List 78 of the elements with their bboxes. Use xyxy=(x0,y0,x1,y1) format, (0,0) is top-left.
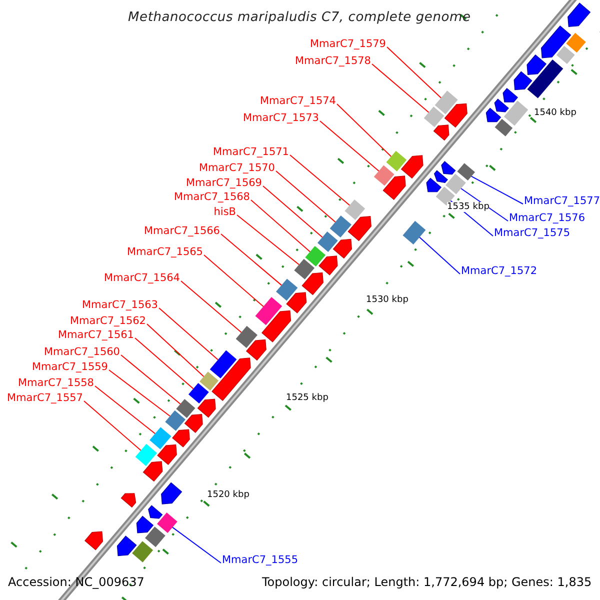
gene-label: MmarC7_1571 xyxy=(212,146,289,158)
map-title: Methanococcus maripaludis C7, complete genome xyxy=(128,10,471,25)
gene-box xyxy=(344,200,366,220)
gene-box xyxy=(556,46,575,64)
gene-label: MmarC7_1568 xyxy=(174,190,250,204)
gene-box xyxy=(145,526,166,548)
gene-label: MmarC7_1574 xyxy=(260,94,336,108)
gene-label: MmarC7_1557 xyxy=(6,392,83,404)
leader-line xyxy=(276,170,336,222)
leader-line xyxy=(386,46,442,98)
gene-box xyxy=(566,32,586,53)
tick-label: 1540 kbp xyxy=(534,108,576,118)
gene-box xyxy=(446,174,466,194)
leader-line xyxy=(120,354,181,404)
genome-info-text: Topology: circular; Length: 1,772,694 bp; Genes: 1,835 xyxy=(262,575,592,589)
gene-label: MmarC7_1579 xyxy=(310,38,386,50)
gene-box xyxy=(424,106,444,128)
gene-label: MmarC7_1573 xyxy=(242,112,319,124)
gene-box xyxy=(457,163,475,181)
leader-line xyxy=(94,386,156,434)
gene-label: MmarC7_1570 xyxy=(198,162,275,174)
gene-box xyxy=(386,150,407,172)
gene-box xyxy=(200,372,219,391)
leader-line xyxy=(262,186,323,238)
leader-line xyxy=(134,338,194,390)
tick-label: 1535 kbp xyxy=(447,202,490,212)
gene-label: MmarC7_1563 xyxy=(82,298,158,312)
leader-line xyxy=(220,234,282,286)
gene-label: MmarC7_1564 xyxy=(104,272,180,284)
gene-label: MmarC7_1565 xyxy=(126,246,203,258)
gene-box xyxy=(305,246,326,266)
gene-label: MmarC7_1572 xyxy=(461,264,538,278)
leader-line xyxy=(460,188,508,222)
gene-box xyxy=(132,541,154,562)
leader-line xyxy=(290,154,350,206)
gene-label: MmarC7_1561 xyxy=(58,328,134,342)
gene-box xyxy=(157,512,178,534)
leader-line xyxy=(236,214,300,266)
gene-box xyxy=(135,444,157,466)
gene-label: MmarC7_1566 xyxy=(144,224,220,238)
gene-box xyxy=(150,427,172,450)
gene-label: MmarC7_1575 xyxy=(494,226,570,240)
leader-line xyxy=(250,200,311,252)
gene-box xyxy=(504,100,528,126)
gene-box xyxy=(330,216,352,238)
gene-box xyxy=(176,399,196,418)
gene-box xyxy=(165,410,186,431)
gene-label: MmarC7_1578 xyxy=(294,54,371,68)
leader-line xyxy=(158,308,218,360)
leader-line xyxy=(419,236,460,274)
leader-line xyxy=(336,104,392,158)
gene-box xyxy=(318,232,338,252)
gene-label: MmarC7_1560 xyxy=(44,346,120,358)
gene-box xyxy=(374,165,394,186)
leader-line xyxy=(180,280,242,333)
leader-line xyxy=(372,64,430,113)
tick-label: 1525 kbp xyxy=(286,393,328,403)
leader-line xyxy=(470,176,524,204)
tick-label: 1530 kbp xyxy=(366,295,408,305)
gene-label: MmarC7_1577 xyxy=(524,194,600,208)
gene-box xyxy=(188,383,209,404)
gene-label: MmarC7_1576 xyxy=(509,212,586,224)
tick-label: 1520 kbp xyxy=(207,490,250,500)
gene-label: MmarC7_1562 xyxy=(70,314,146,328)
leader-line xyxy=(108,370,170,417)
leader-line xyxy=(146,324,204,378)
leader-line xyxy=(84,400,142,451)
gene-box xyxy=(494,118,513,136)
gene-label: MmarC7_1569 xyxy=(186,176,262,190)
gene-box xyxy=(294,258,315,280)
accession-text: Accession: NC_009637 xyxy=(8,575,144,589)
leader-line xyxy=(204,254,264,307)
leader-line xyxy=(320,120,380,172)
gene-label: MmarC7_1555 xyxy=(222,554,298,566)
gene-label: MmarC7_1558 xyxy=(18,376,94,390)
leader-line xyxy=(172,526,222,564)
gene-label: hisB xyxy=(214,206,236,218)
gene-label: MmarC7_1559 xyxy=(32,360,108,374)
